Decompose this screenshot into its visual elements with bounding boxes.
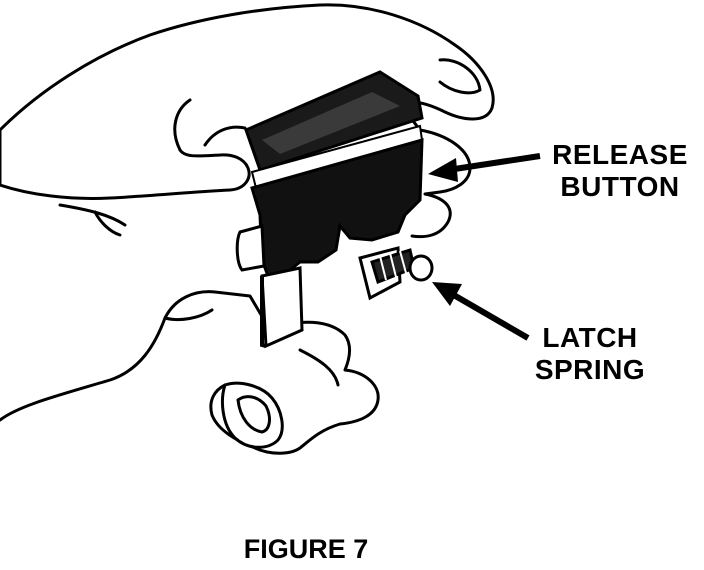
lower-hand-thumbnail	[236, 395, 271, 434]
lower-hand	[0, 290, 380, 455]
release-button-arrow	[428, 153, 541, 182]
lower-hand-crease-2	[163, 308, 214, 322]
release-button-shade	[262, 92, 400, 154]
release-button-label-line2: BUTTON	[560, 171, 680, 202]
fuse-assembly	[235, 70, 434, 349]
upper-hand-crease-1	[173, 98, 192, 152]
upper-hand-finger-index	[0, 148, 251, 200]
fuse-body	[250, 137, 424, 278]
fuse-blade-left	[260, 266, 304, 349]
latch-spring-arrow	[432, 282, 530, 341]
release-button-label-line1: RELEASE	[552, 139, 688, 170]
upper-hand-crease-4	[93, 210, 122, 237]
latch-spring-label-line1: LATCH	[542, 322, 638, 353]
release-button-label: RELEASE BUTTON	[538, 139, 702, 203]
figure-caption: FIGURE 7	[243, 534, 369, 564]
upper-hand-crease-2	[203, 125, 247, 147]
lower-hand-outline	[0, 290, 380, 455]
latch-spring-label-line2: SPRING	[534, 354, 646, 385]
latch-spring-label: LATCH SPRING	[528, 322, 652, 386]
latch-spring-ball	[408, 254, 434, 282]
fuse-blade-left-edge	[260, 276, 267, 348]
upper-hand-crease-3	[58, 203, 127, 227]
fuse-side-tab-left	[235, 224, 266, 272]
upper-hand-thumb-nail	[438, 58, 482, 95]
lower-hand-crease-1	[298, 348, 340, 387]
